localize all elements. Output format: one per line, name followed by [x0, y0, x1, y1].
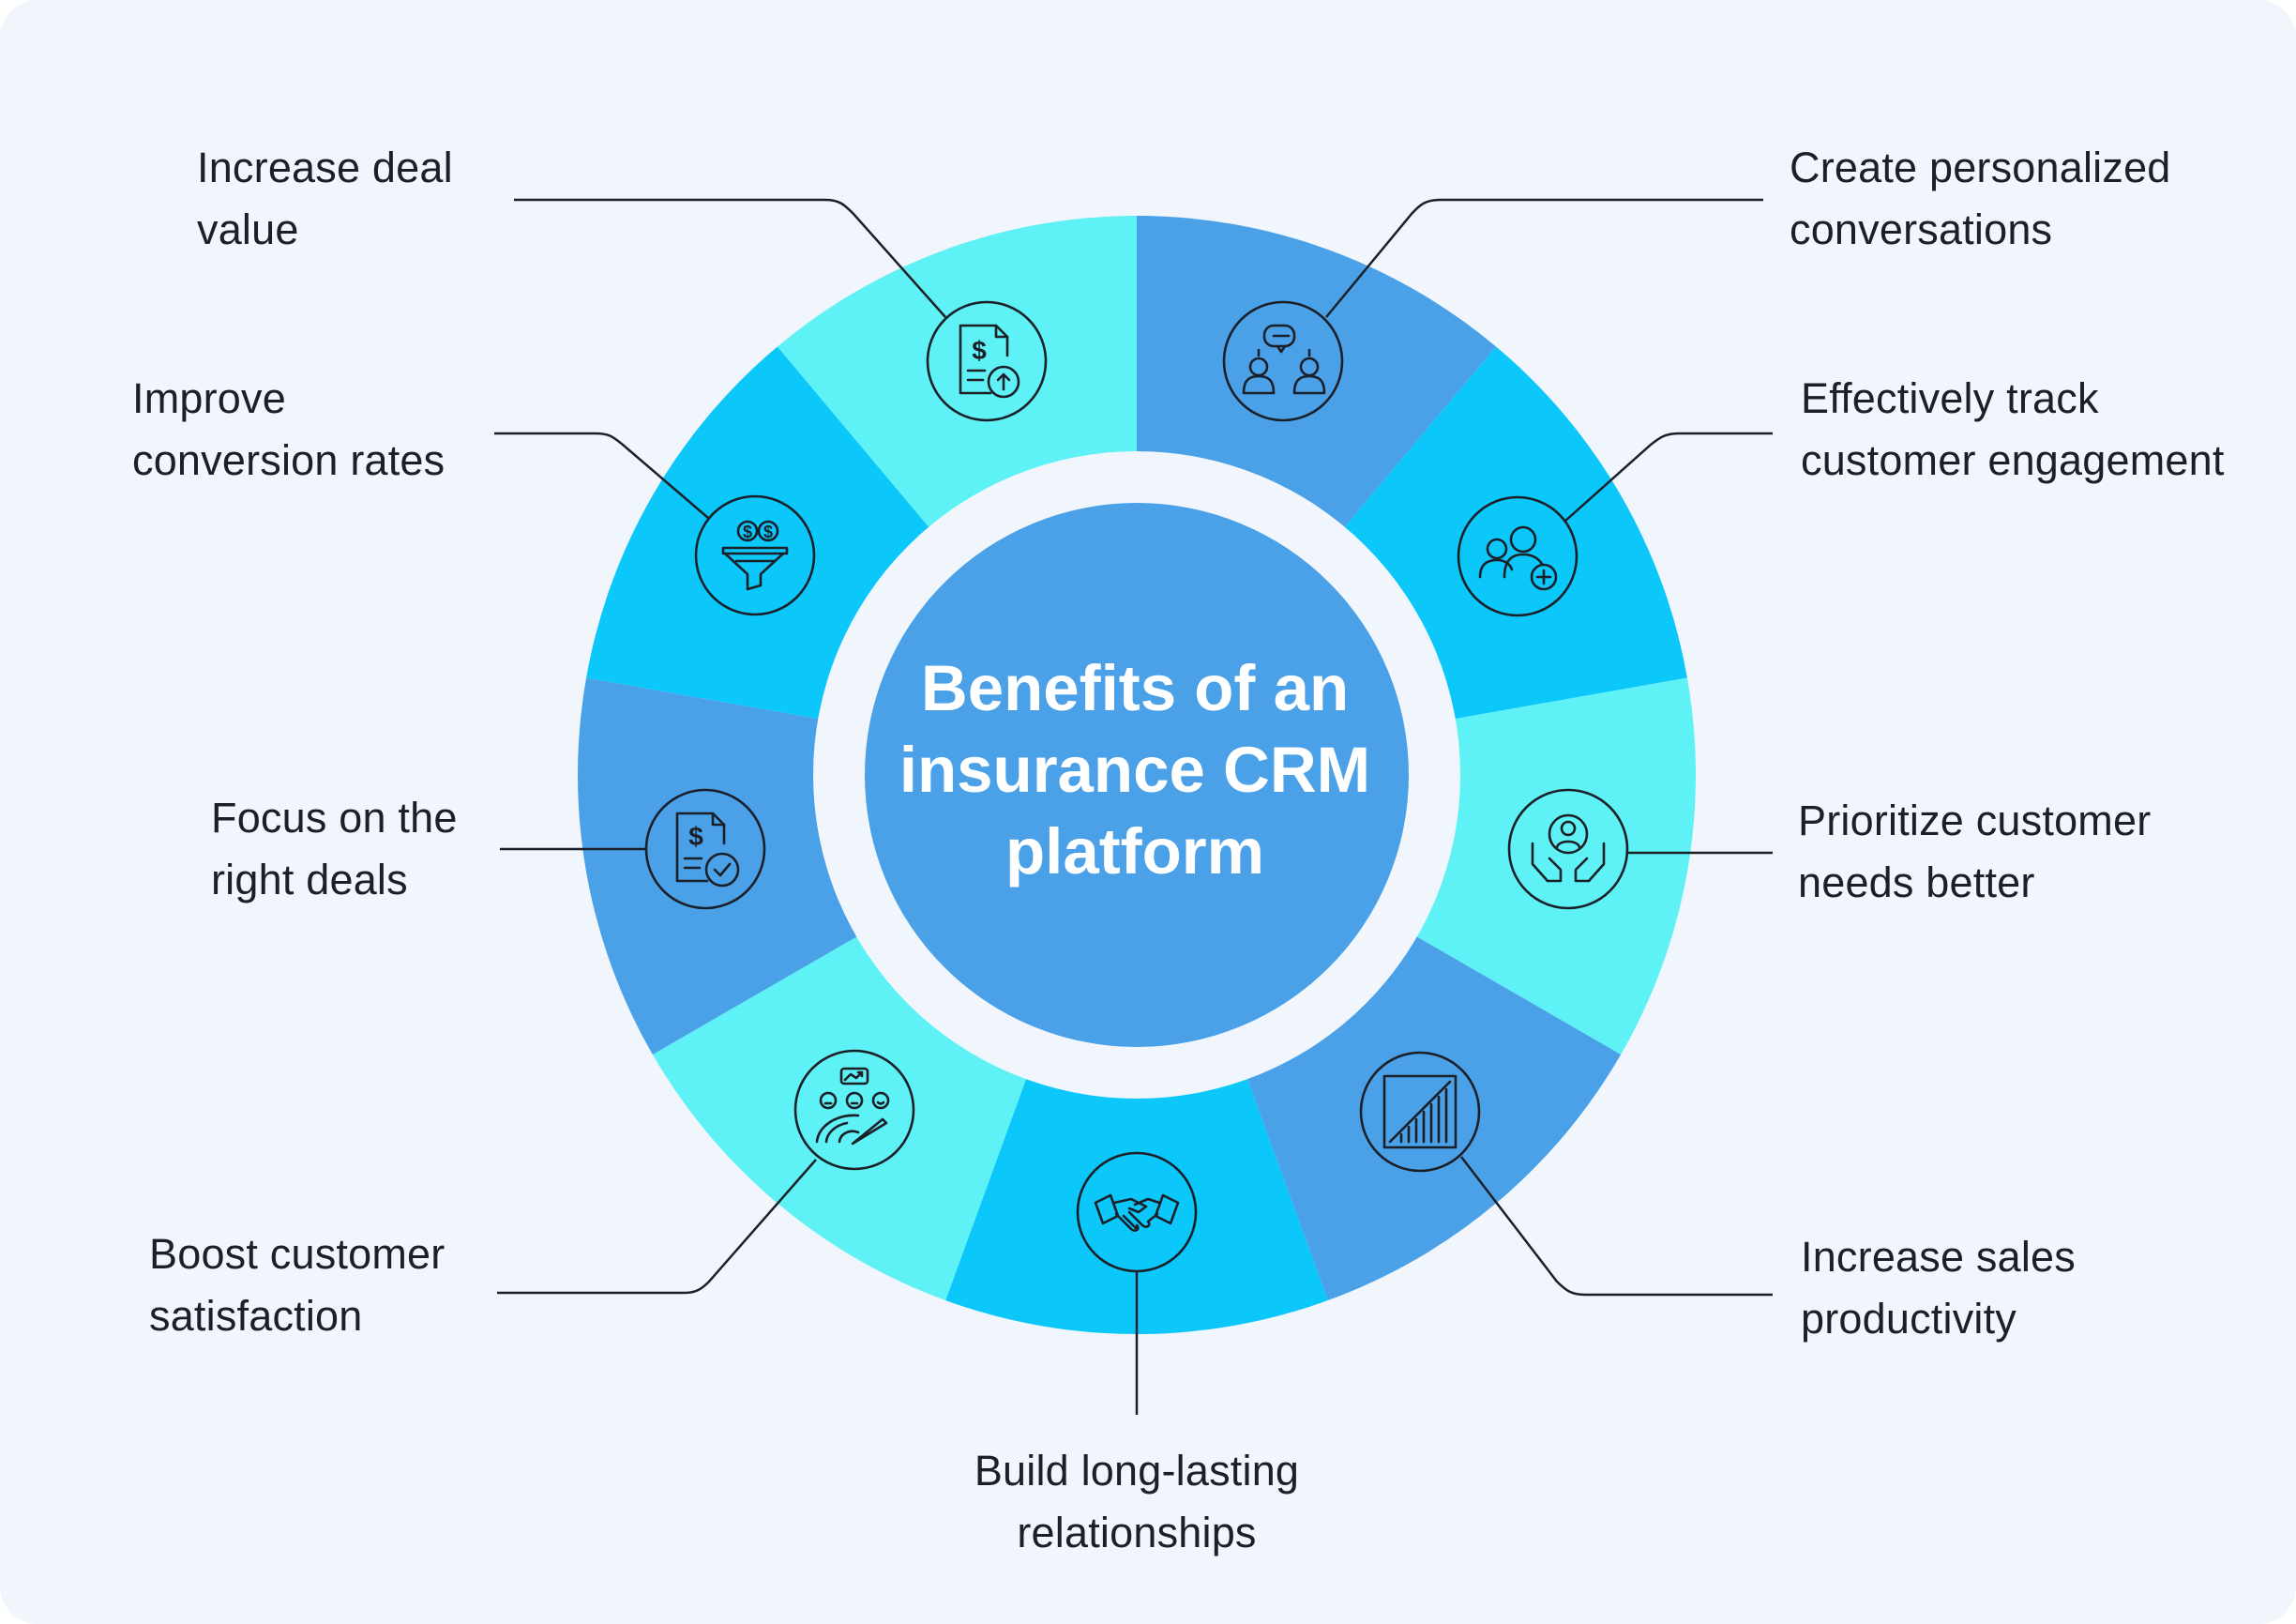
- label-focus-right-deals: Focus on the right deals: [211, 787, 458, 911]
- label-create-personalized-conversations: Create personalized conversations: [1790, 137, 2171, 261]
- center-title-line-1: Benefits of an: [920, 651, 1350, 724]
- label-line: right deals: [211, 856, 408, 903]
- connector-line: [1563, 432, 1773, 523]
- hands-person-icon: [1507, 788, 1629, 910]
- connector-line: [1325, 198, 1763, 318]
- connector-lines: [494, 198, 1773, 1415]
- svg-text:$: $: [688, 822, 703, 851]
- label-prioritize-customer-needs: Prioritize customer needs better: [1798, 790, 2151, 914]
- label-line: Improve: [132, 374, 286, 422]
- label-line: Create personalized: [1790, 144, 2171, 191]
- label-build-relationships: Build long-lasting relationships: [902, 1440, 1371, 1564]
- wheel-segment: [945, 1066, 1328, 1334]
- label-line: Build long-lasting: [974, 1447, 1300, 1495]
- chat-people-icon: [1222, 300, 1344, 422]
- label-line: Boost customer: [149, 1230, 446, 1278]
- growth-chart-icon: [1359, 1051, 1481, 1173]
- label-line: Increase sales: [1801, 1233, 2076, 1281]
- label-line: needs better: [1798, 858, 2035, 906]
- wheel-segment: [577, 677, 869, 1055]
- satisfaction-gauge-icon: [793, 1049, 915, 1171]
- svg-text:$: $: [972, 336, 987, 365]
- svg-text:$: $: [743, 523, 752, 541]
- label-line: Focus on the: [211, 794, 458, 842]
- label-line: Increase deal: [197, 144, 453, 191]
- label-line: conversion rates: [132, 436, 446, 484]
- wheel-segment: [1404, 677, 1697, 1055]
- wheel-segment: [777, 216, 1137, 539]
- label-line: customer engagement: [1801, 436, 2225, 484]
- svg-text:$: $: [763, 523, 773, 541]
- users-add-icon: [1457, 495, 1578, 617]
- funnel-dollar-icon: $ $: [694, 494, 816, 616]
- label-line: conversations: [1790, 205, 2053, 253]
- connector-line: [494, 432, 709, 519]
- label-improve-conversion: Improve conversion rates: [132, 368, 445, 492]
- label-line: Effectively track: [1801, 374, 2099, 422]
- center-title-line-2: insurance CRM: [899, 733, 1371, 806]
- invoice-check-icon: $: [644, 788, 766, 910]
- center-hub: [865, 503, 1409, 1047]
- label-line: relationships: [1017, 1509, 1257, 1556]
- label-increase-sales-productivity: Increase sales productivity: [1801, 1226, 2076, 1350]
- connector-line: [1460, 1156, 1773, 1297]
- connector-line: [497, 1159, 817, 1295]
- handshake-icon: [1076, 1151, 1198, 1273]
- label-effectively-track-engagement: Effectively track customer engagement: [1801, 368, 2225, 492]
- label-line: productivity: [1801, 1295, 2017, 1343]
- label-line: satisfaction: [149, 1292, 363, 1340]
- label-line: value: [197, 205, 299, 253]
- label-increase-deal-value: Increase deal value: [197, 137, 453, 261]
- center-title-line-3: platform: [1005, 814, 1264, 888]
- connector-line: [514, 198, 946, 318]
- center-title: Benefits of an insurance CRM platform: [863, 629, 1407, 910]
- invoice-dollar-upload-icon: $: [926, 300, 1048, 422]
- label-line: Prioritize customer: [1798, 797, 2152, 844]
- label-boost-satisfaction: Boost customer satisfaction: [149, 1223, 445, 1347]
